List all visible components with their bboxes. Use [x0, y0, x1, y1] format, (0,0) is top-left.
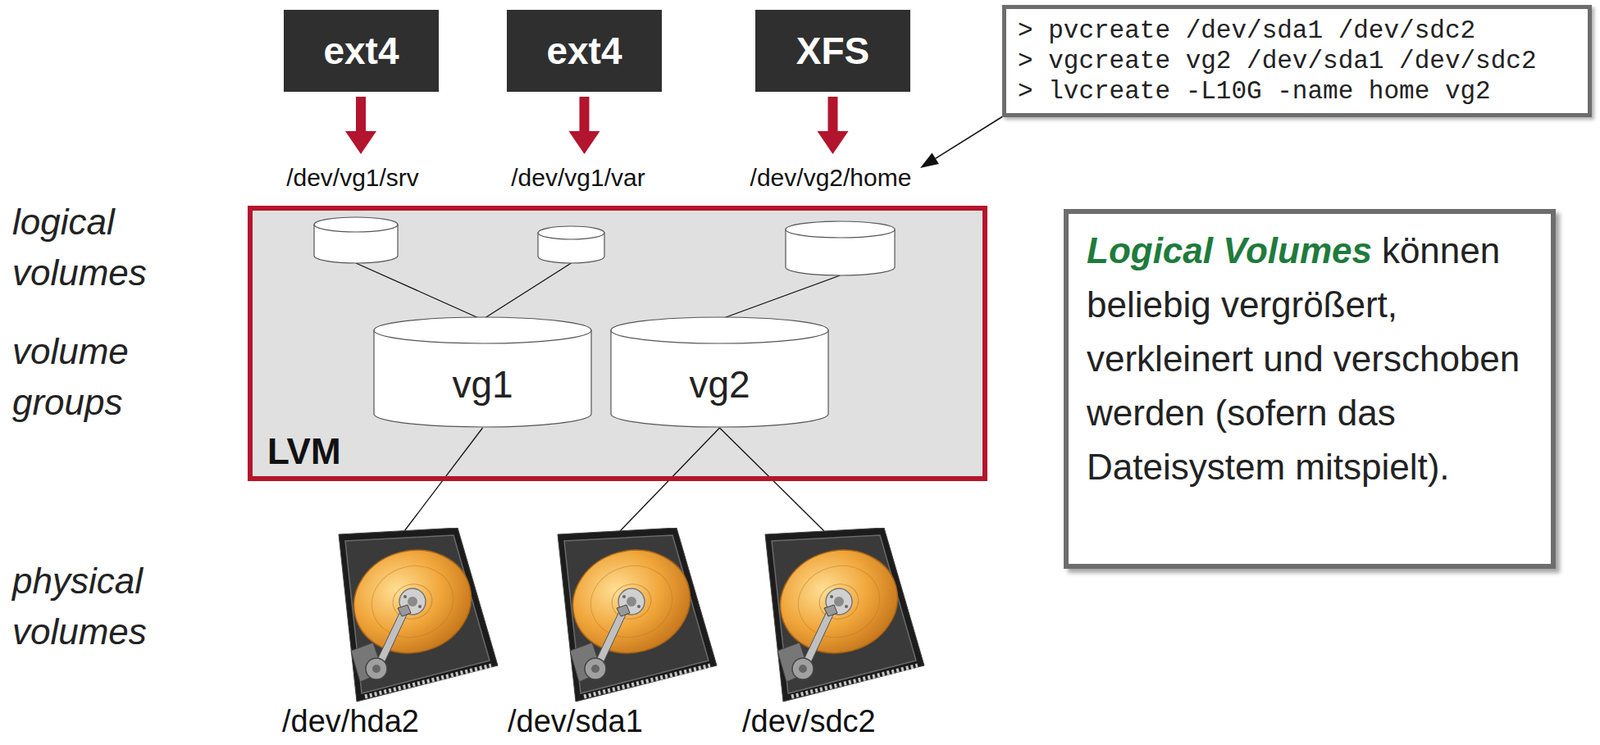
hard-disk: /dev/hda2	[278, 528, 509, 739]
hard-disk-picture	[732, 528, 927, 706]
filesystem-box-text: ext4	[546, 30, 622, 73]
hard-disk-text: /dev/sdc2	[742, 705, 876, 739]
hard-disk: /dev/sda1	[504, 528, 734, 739]
volume-group-cylinder: vg2	[610, 316, 830, 429]
command-box-text: > vgcreate vg2 /dev/sda1 /dev/sdc2	[1017, 45, 1537, 77]
device-path: /dev/vg2/home	[707, 164, 954, 193]
note-box: Logical Volumeskönnen beliebig vergrößer…	[1063, 209, 1556, 570]
filesystem-box-text: XFS	[796, 30, 870, 73]
filesystem-box-text: ext4	[323, 30, 399, 73]
volume-links	[355, 263, 841, 320]
device-path: /dev/vg1/srv	[229, 164, 476, 193]
device-path: /dev/vg1/var	[455, 164, 702, 193]
leader-arrow	[920, 114, 1006, 169]
layer-label: physical volumes	[12, 556, 177, 658]
filesystem-box: ext4	[506, 9, 662, 92]
logical-volume-cylinders	[314, 217, 895, 276]
volume-group-cylinder-text: vg2	[688, 364, 750, 406]
layer-label: volume groups	[12, 326, 177, 429]
command-box: > pvcreate /dev/sda1 /dev/sdc2> vgcreate…	[1002, 4, 1592, 118]
lvm-ground	[247, 205, 988, 482]
note-paragraph: Logical Volumeskönnen beliebig vergrößer…	[1086, 223, 1533, 495]
hard-disk-picture	[305, 528, 501, 706]
lvm-box: LVM vg1 vg2	[247, 205, 988, 482]
command-box-text: > lvcreate -L10G -name home vg2	[1017, 76, 1491, 107]
mount-arrows	[345, 96, 849, 155]
volume-group-cylinder: vg1	[373, 316, 593, 429]
lvm-box-text: LVM	[267, 432, 342, 472]
note-box-text: Logical Volumes	[1086, 230, 1373, 271]
hard-disk: /dev/sdc2	[732, 528, 962, 739]
hard-disk-text: /dev/sda1	[507, 705, 643, 739]
filesystem-box: ext4	[283, 9, 439, 92]
filesystem-box: XFS	[755, 9, 911, 92]
hard-disk-picture	[524, 528, 720, 706]
hard-disk-text: /dev/hda2	[282, 705, 420, 739]
volume-group-cylinder-text: vg1	[451, 364, 513, 406]
layer-label: logical volumes	[12, 196, 177, 299]
command-box-text: > pvcreate /dev/sda1 /dev/sdc2	[1017, 15, 1476, 46]
